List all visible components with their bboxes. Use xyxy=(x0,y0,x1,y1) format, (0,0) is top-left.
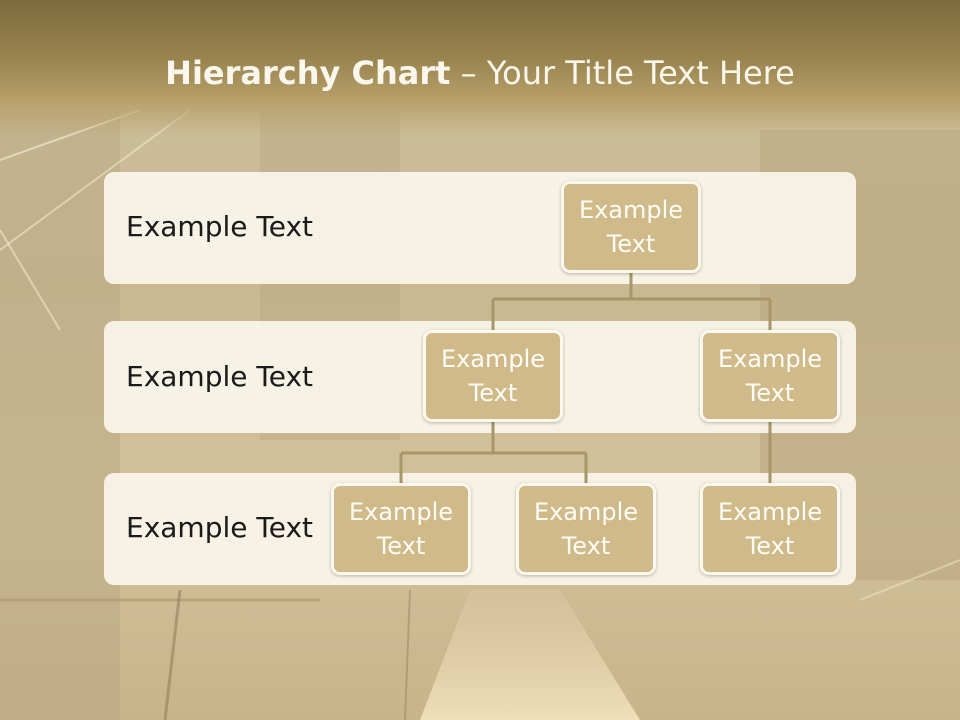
node-level2-left[interactable]: Example Text xyxy=(423,330,563,422)
node-level3-b[interactable]: Example Text xyxy=(516,483,656,575)
title-band xyxy=(0,0,960,135)
slide-title: Hierarchy Chart – Your Title Text Here xyxy=(0,54,960,92)
node-level3-c[interactable]: Example Text xyxy=(700,483,840,575)
node-level3-a[interactable]: Example Text xyxy=(331,483,471,575)
node-level2-right[interactable]: Example Text xyxy=(700,330,840,422)
title-rest: – Your Title Text Here xyxy=(450,54,795,92)
node-root[interactable]: Example Text xyxy=(561,181,701,273)
title-bold: Hierarchy Chart xyxy=(165,54,451,92)
row-panel-1 xyxy=(104,172,856,284)
row-label-1: Example Text xyxy=(126,210,314,243)
row-label-2: Example Text xyxy=(126,360,314,393)
row-label-3: Example Text xyxy=(126,511,314,544)
